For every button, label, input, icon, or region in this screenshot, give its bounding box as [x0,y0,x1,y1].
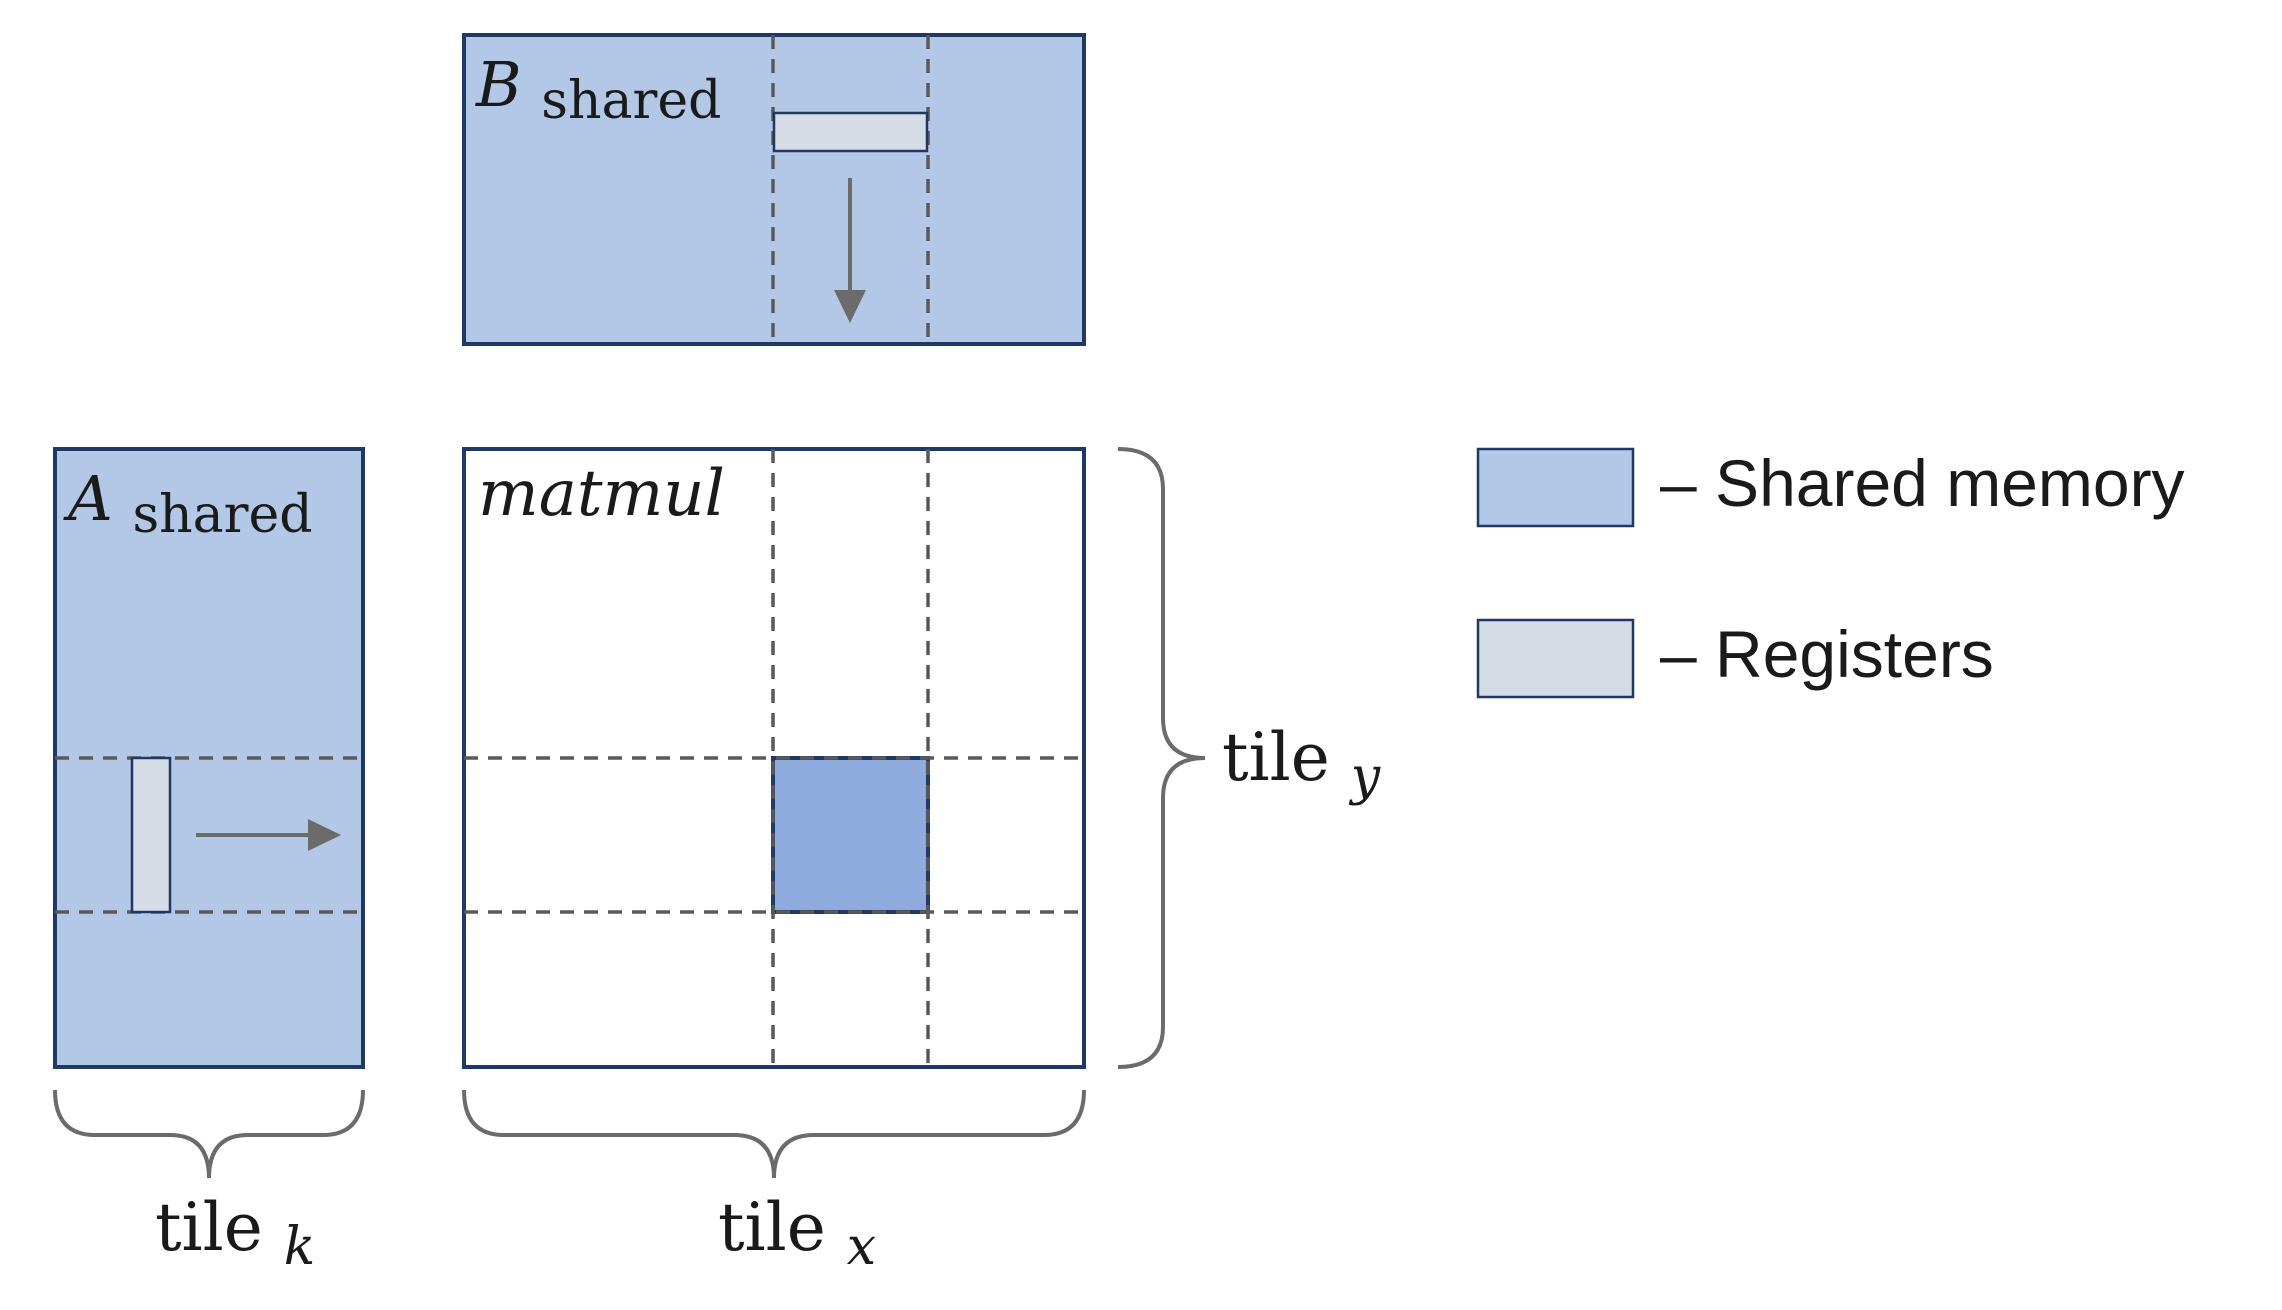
b-register-row [772,111,929,153]
b-shared-sub: shared [541,71,721,131]
a-register-column [130,756,172,914]
brace-tile-y [1117,447,1206,1069]
tile-y-label: tile y [1222,719,1381,807]
tile-k-label: tile k [155,1189,315,1277]
a-shared-base: A [63,462,113,535]
matmul-output-tile [771,756,930,914]
tile-y-sub: y [1349,747,1381,807]
a-shared-block: A shared [53,447,365,1069]
tile-x-base: tile [718,1189,826,1266]
legend-swatch-shared-memory [1476,447,1635,528]
brace-tile-x [462,1089,1086,1179]
tile-y-base: tile [1222,719,1330,796]
matmul-label: matmul [478,457,725,531]
b-shared-block: B shared [462,33,1086,346]
arrow-down-icon [834,178,866,323]
legend-label-registers: – Registers [1660,617,1994,691]
legend-swatch-registers [1476,618,1635,699]
brace-tile-k [53,1089,365,1179]
tile-k-base: tile [155,1189,263,1266]
a-shared-label: A shared [63,462,313,545]
a-shared-sub: shared [133,485,313,545]
matmul-block: matmul [462,447,1086,1069]
legend: – Shared memory – Registers [1476,446,2185,699]
tile-k-sub: k [284,1217,316,1277]
tile-x-label: tile x [718,1189,876,1277]
tile-x-sub: x [847,1217,876,1277]
legend-label-shared-memory: – Shared memory [1660,446,2185,520]
b-shared-label: B shared [475,48,721,131]
b-shared-base: B [475,48,522,121]
arrow-right-icon [196,819,341,851]
